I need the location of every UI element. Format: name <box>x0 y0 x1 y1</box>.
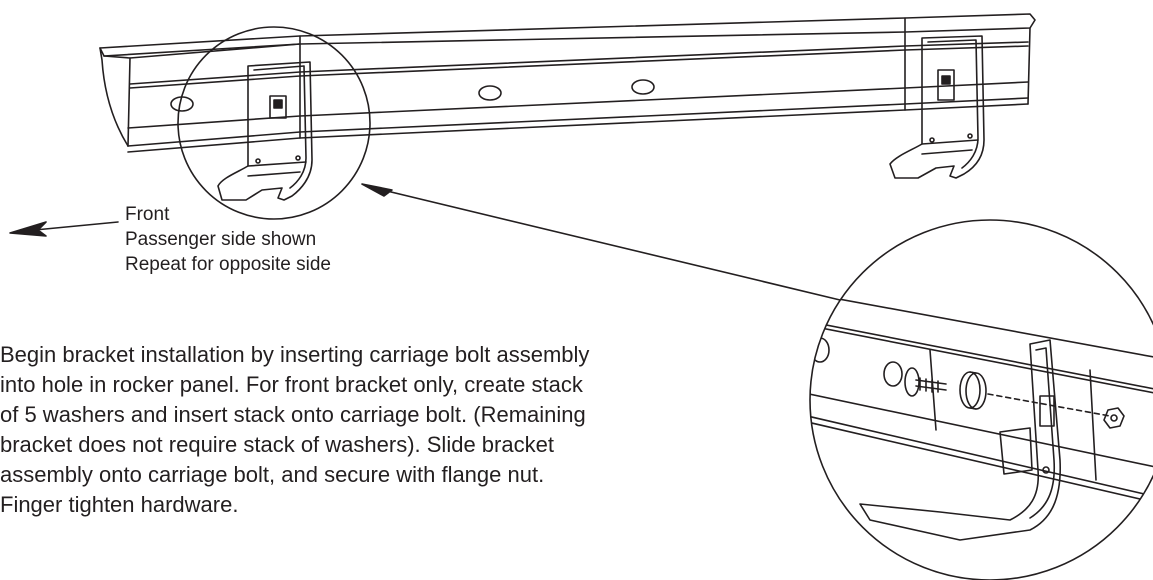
instruction-text: Begin bracket installation by inserting … <box>0 340 720 520</box>
instruction-line: Begin bracket installation by inserting … <box>0 342 590 367</box>
instruction-line: assembly onto carriage bolt, and secure … <box>0 462 545 487</box>
detail-circle-small <box>177 26 371 220</box>
side-shown-label: Passenger side shown <box>125 229 317 250</box>
rear-bracket <box>889 35 985 179</box>
instruction-line: Finger tighten hardware. <box>0 492 239 517</box>
front-callout: Front Passenger side shown Repeat for op… <box>125 202 331 277</box>
detail-leader <box>361 183 841 301</box>
detail-circle-large <box>809 219 1153 580</box>
instruction-line: of 5 washers and insert stack onto carri… <box>0 402 586 427</box>
instruction-line: bracket does not require stack of washer… <box>0 432 554 457</box>
front-bracket <box>217 61 313 201</box>
front-label: Front <box>125 204 170 225</box>
rocker-panel <box>99 13 1036 153</box>
repeat-label: Repeat for opposite side <box>125 254 331 275</box>
front-arrow <box>9 221 119 237</box>
instruction-line: into hole in rocker panel. For front bra… <box>0 372 583 397</box>
detail-zoom <box>810 289 1153 541</box>
